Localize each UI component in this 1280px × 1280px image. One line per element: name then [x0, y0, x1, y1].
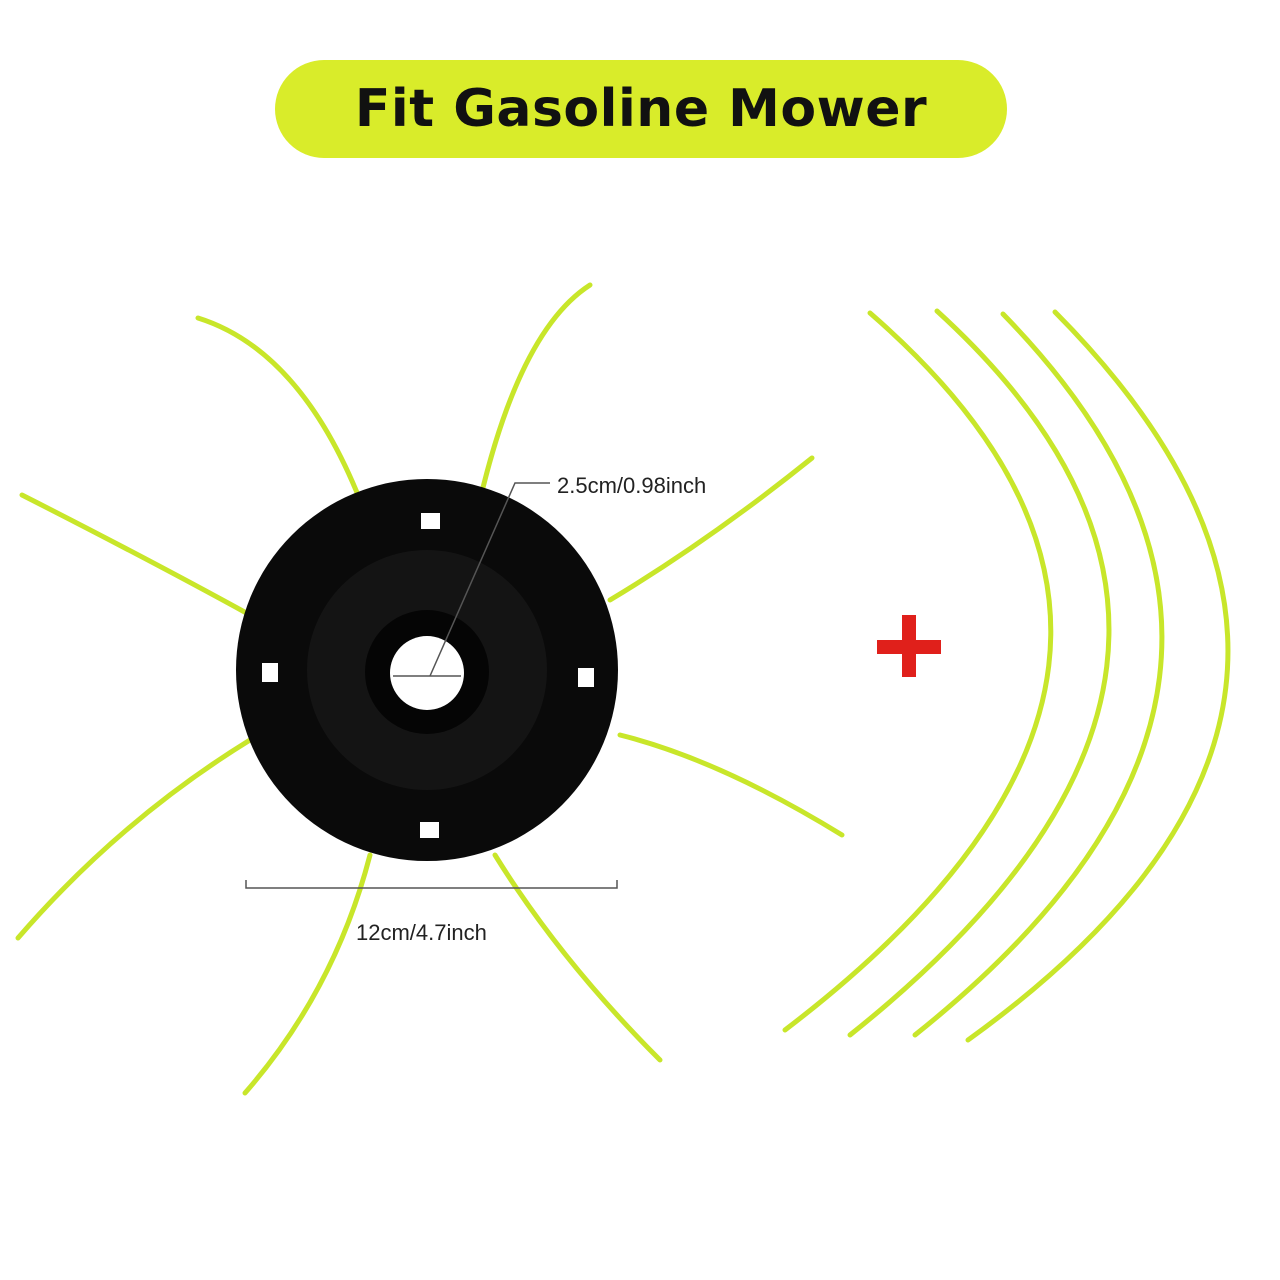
trimmer-line-6: [617, 732, 845, 838]
diameter-label: 12cm/4.7inch: [356, 920, 487, 945]
disc-slot-bottom: [420, 822, 439, 838]
trimmer-line-3: [19, 492, 253, 618]
trimmer-head-lines: [15, 282, 845, 1096]
plus-icon: [877, 615, 941, 677]
dimension-markers: [245, 482, 618, 889]
trimmer-line-5: [15, 737, 253, 941]
spare-line-3: [912, 311, 1165, 1038]
spare-lines: [782, 308, 1231, 1043]
trimmer-line-1: [195, 315, 363, 503]
trimmer-line-8: [492, 852, 663, 1063]
disc-slot-top: [421, 513, 440, 529]
trimmer-line-7: [242, 852, 373, 1096]
trimmer-line-4: [607, 455, 815, 603]
trimmer-line-2: [477, 282, 593, 503]
spare-line-1: [782, 310, 1054, 1033]
disc-slot-right: [578, 668, 594, 687]
hole-leader-line: [429, 482, 550, 677]
title-banner: Fit Gasoline Mower: [275, 60, 1007, 158]
center-hole: [390, 636, 464, 710]
spare-line-2: [847, 308, 1112, 1038]
hole-size-label: 2.5cm/0.98inch: [557, 473, 707, 498]
page-title: Fit Gasoline Mower: [354, 79, 928, 139]
spare-line-4: [965, 309, 1231, 1043]
diameter-line: [245, 880, 618, 889]
trimmer-disc: [236, 479, 618, 861]
disc-slot-left: [262, 663, 278, 682]
